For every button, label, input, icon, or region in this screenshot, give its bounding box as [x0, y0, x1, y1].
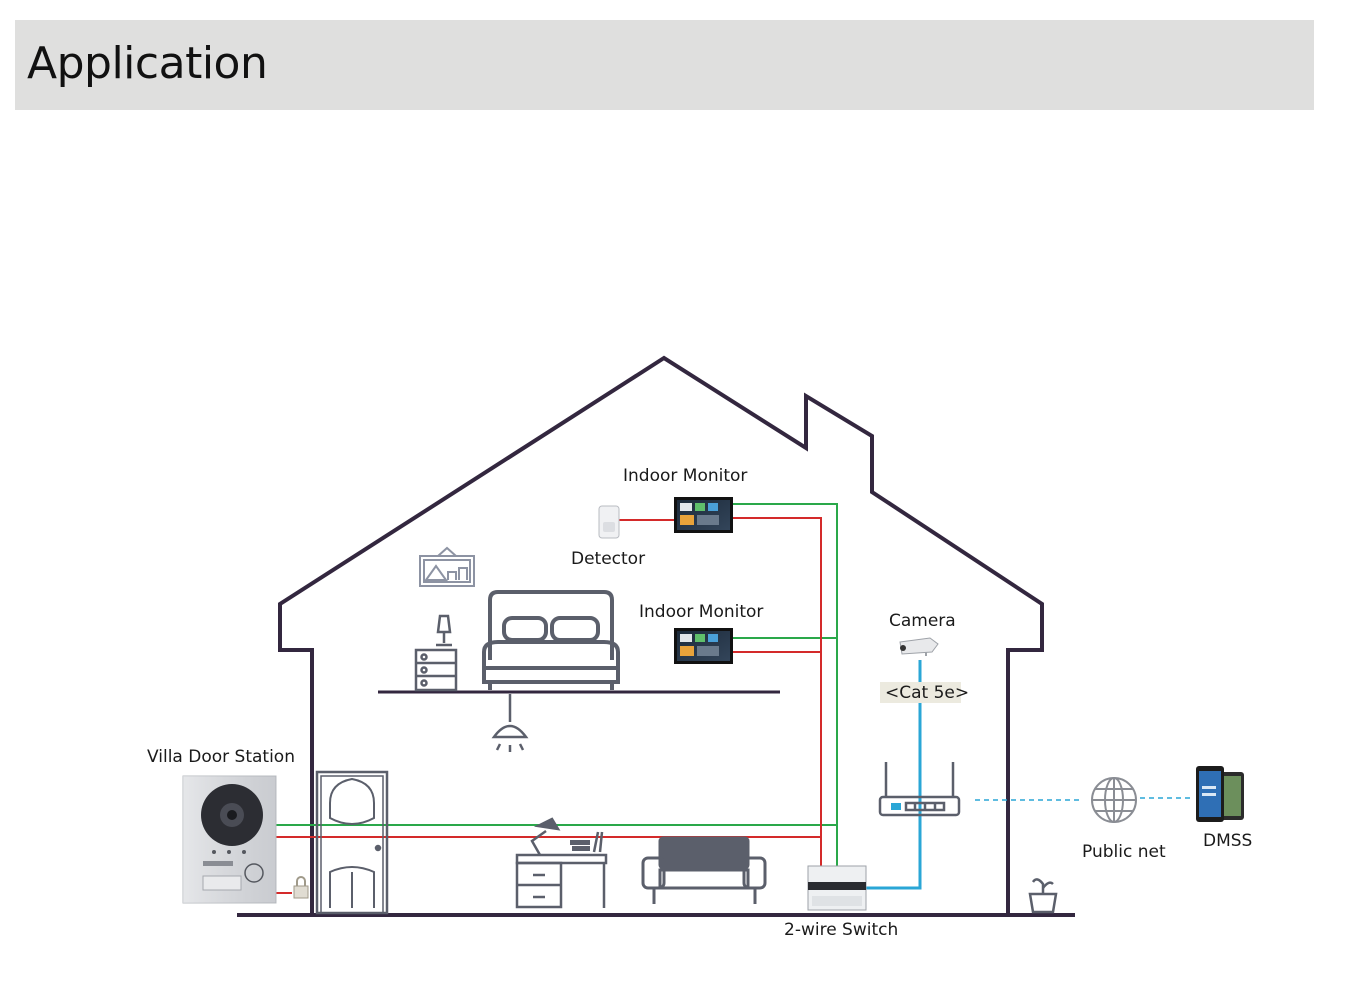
page-header: Application [15, 20, 1314, 110]
desk-icon [515, 817, 608, 909]
public-net-label: Public net [1082, 842, 1166, 862]
villa-door-station-label: Villa Door Station [147, 747, 295, 767]
indoor-monitor-lower-icon [674, 628, 733, 664]
globe-icon [1091, 777, 1137, 823]
cable-label: <Cat 5e> [885, 683, 969, 703]
ceiling-lamp-icon [491, 694, 529, 752]
two-wire-switch-label: 2-wire Switch [784, 920, 898, 940]
camera-label: Camera [889, 611, 956, 631]
house-outline [278, 355, 1044, 913]
door-icon [315, 770, 389, 915]
two-wire-switch-icon [807, 865, 867, 911]
camera-icon [899, 637, 939, 656]
nightstand-icon [414, 614, 458, 692]
phone-icon [1196, 766, 1244, 822]
indoor-monitor-upper-label: Indoor Monitor [623, 466, 747, 486]
sofa-icon [641, 836, 767, 904]
lock-icon [293, 876, 309, 899]
detector-label: Detector [571, 549, 645, 569]
picture-frame-icon [419, 546, 475, 587]
cable-label-box [880, 682, 961, 703]
indoor-monitor-lower-label: Indoor Monitor [639, 602, 763, 622]
detector-icon [598, 505, 620, 539]
dmss-label: DMSS [1203, 831, 1252, 851]
plant-icon [1028, 878, 1058, 914]
villa-door-station-icon [182, 775, 277, 904]
page-title: Application [27, 38, 268, 89]
wires-green [276, 503, 838, 866]
router-icon [878, 762, 961, 817]
indoor-monitor-upper-icon [674, 497, 733, 533]
bed-icon [482, 590, 620, 690]
